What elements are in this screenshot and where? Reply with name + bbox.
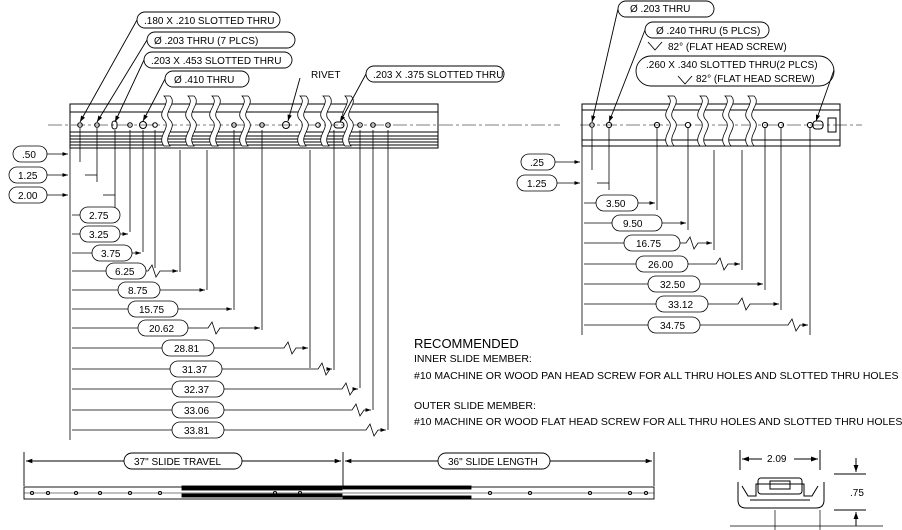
dim-1675: 16.75 [636, 239, 661, 250]
outer-callouts [591, 0, 835, 123]
inner-slide-view [48, 103, 560, 149]
callout-slot-180: .180 X .210 SLOTTED THRU [144, 16, 274, 27]
callout-hole-203: Ø .203 THRU (7 PLCS) [154, 36, 258, 47]
dim-950: 9.50 [623, 219, 643, 230]
notes-heading: RECOMMENDED [414, 336, 519, 351]
dim-125-left: 1.25 [18, 171, 38, 182]
section-width-label: 2.09 [767, 454, 787, 465]
callout-slot-203-453: .203 X .453 SLOTTED THRU [151, 56, 281, 67]
inner-small-dim-texts: .50 1.25 2.00 [18, 150, 38, 202]
dim-3237: 32.37 [184, 385, 209, 396]
inner-stacked-dim-texts: 2.75 3.25 3.75 6.25 8.75 15.75 20.62 28.… [89, 211, 209, 437]
dim-625: 6.25 [115, 267, 135, 278]
dim-050: .50 [22, 150, 36, 161]
dim-3137: 31.37 [182, 365, 207, 376]
dim-3312: 33.12 [668, 300, 693, 311]
inner-stacked-dims [72, 130, 389, 439]
callout-countersink-1: 82° (FLAT HEAD SCREW) [668, 42, 787, 53]
inner-member-text: #10 MACHINE OR WOOD PAN HEAD SCREW FOR A… [414, 370, 899, 382]
cross-section-view [730, 450, 883, 530]
inner-member-label: INNER SLIDE MEMBER: [414, 353, 532, 365]
inner-callout-texts: .180 X .210 SLOTTED THRU Ø .203 THRU (7 … [144, 16, 503, 86]
outer-break-lines [665, 95, 757, 147]
slide-length-label: 36" SLIDE LENGTH [448, 457, 538, 468]
inner-break-lines [161, 95, 354, 147]
callout-countersink-2: 82° (FLAT HEAD SCREW) [696, 74, 815, 85]
callout-hole-410: Ø .410 THRU [174, 75, 234, 86]
callout-hole-203-right: Ø .203 THRU [630, 4, 690, 15]
outer-dim-texts: .25 1.25 3.50 9.50 16.75 26.00 32.50 33.… [527, 158, 693, 332]
outer-member-label: OUTER SLIDE MEMBER: [414, 400, 536, 412]
cross-section-texts: 2.09 .75 [767, 454, 864, 499]
slide-travel-label: 37" SLIDE TRAVEL [134, 457, 222, 468]
dim-1575: 15.75 [139, 305, 164, 316]
dim-025: .25 [530, 158, 544, 169]
section-height-label: .75 [850, 488, 864, 499]
dim-375: 3.75 [101, 249, 121, 260]
callout-slot-260: .260 X .340 SLOTTED THRU(2 PLCS) [646, 60, 818, 71]
slide-drawing: .180 X .210 SLOTTED THRU Ø .203 THRU (7 … [8, 0, 883, 530]
callout-slot-203-375: .203 X .375 SLOTTED THRU [373, 70, 503, 81]
dim-3250: 32.50 [660, 280, 685, 291]
full-slide-texts: 37" SLIDE TRAVEL 36" SLIDE LENGTH [134, 457, 538, 468]
callout-hole-240: Ø .240 THRU (5 PLCS) [656, 26, 760, 37]
outer-callout-texts: Ø .203 THRU Ø .240 THRU (5 PLCS) 82° (FL… [630, 4, 818, 85]
dim-200: 2.00 [18, 191, 38, 202]
dim-325: 3.25 [89, 230, 109, 241]
dim-3475: 34.75 [660, 321, 685, 332]
outer-slide-view [580, 103, 862, 147]
callout-rivet: RIVET [311, 70, 340, 81]
dim-2062: 20.62 [149, 324, 174, 335]
dim-875: 8.75 [128, 286, 148, 297]
outer-member-text: #10 MACHINE OR WOOD FLAT HEAD SCREW FOR … [414, 416, 902, 428]
dim-350: 3.50 [606, 199, 626, 210]
dim-2881: 28.81 [174, 344, 199, 355]
dim-3381: 33.81 [184, 426, 209, 437]
full-slide-view [23, 452, 655, 500]
inner-small-dims [8, 128, 115, 440]
dim-2600: 26.00 [648, 260, 673, 271]
inner-callouts [79, 11, 505, 123]
dim-3306: 33.06 [184, 406, 209, 417]
dim-125-right: 1.25 [527, 179, 547, 190]
outer-dims [516, 128, 811, 335]
dim-275: 2.75 [89, 211, 109, 222]
